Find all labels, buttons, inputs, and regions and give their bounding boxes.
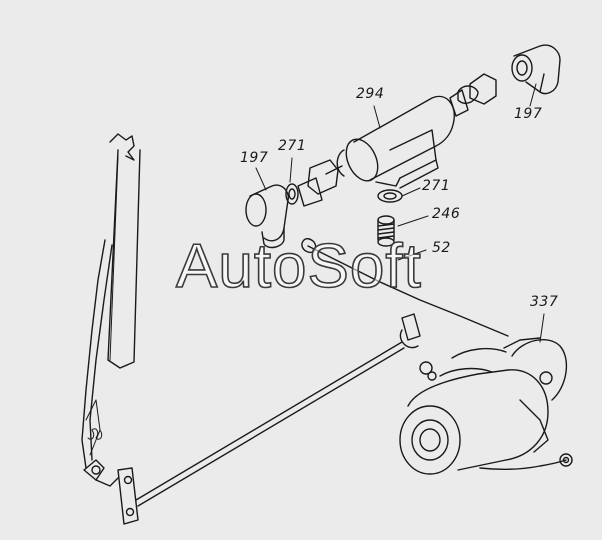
elbow-fitting-left: [245, 184, 289, 249]
valve-inlet-nut: [297, 159, 343, 207]
callout-197-right: 197: [514, 106, 543, 122]
valve-cylinder: [336, 95, 455, 189]
callout-leaders: [255, 83, 545, 343]
wiper-arm: [81, 133, 141, 487]
callout-197-left: 197: [240, 150, 269, 166]
washer-upper: [285, 183, 299, 205]
motor-bracket: [399, 313, 437, 381]
wiper-motor: [399, 337, 568, 475]
callout-246: 246: [432, 206, 461, 222]
threaded-fitting: [377, 215, 395, 247]
drive-rod: [135, 341, 405, 507]
watermark-autosoft: AutoSoft: [175, 232, 422, 301]
callout-337: 337: [530, 294, 559, 310]
callout-271-upper: 271: [278, 138, 307, 154]
wiper-link-bracket: [117, 467, 139, 525]
control-cable: [301, 237, 509, 337]
nut-right: [449, 73, 497, 117]
motor-ground-wire: [479, 453, 573, 471]
callout-294: 294: [356, 86, 385, 102]
callout-52: 52: [432, 240, 451, 256]
washer-lower: [377, 189, 403, 203]
elbow-fitting-right: [511, 44, 561, 95]
callout-271-lower: 271: [422, 178, 451, 194]
